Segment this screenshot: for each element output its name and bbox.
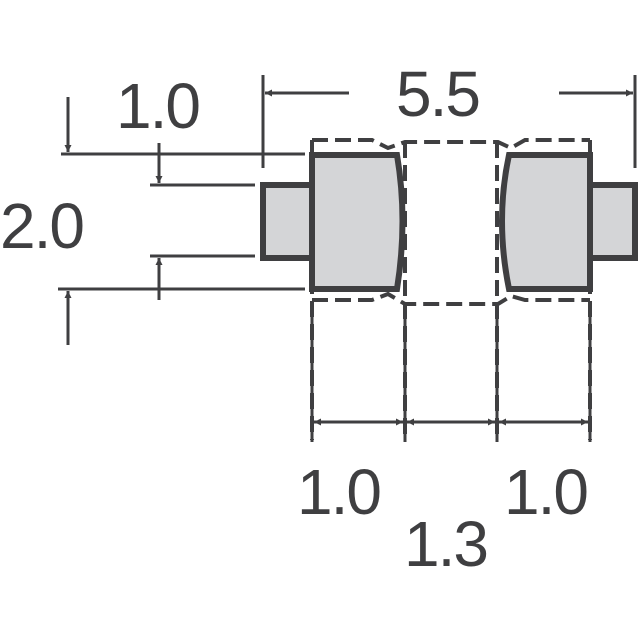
right-lead-tab bbox=[585, 182, 638, 261]
label-pad-height-outer: 1.0 bbox=[116, 70, 201, 142]
dimension-left-vertical bbox=[58, 97, 305, 345]
right-pad bbox=[499, 152, 593, 292]
label-lead-height: 2.0 bbox=[0, 190, 85, 262]
left-lead-tab bbox=[260, 182, 316, 261]
label-right-pad-width: 1.0 bbox=[504, 456, 589, 528]
label-overall-width: 5.5 bbox=[396, 58, 481, 130]
label-left-pad-width: 1.0 bbox=[297, 456, 382, 528]
left-pad bbox=[309, 152, 406, 292]
label-gap-width: 1.3 bbox=[404, 508, 489, 580]
